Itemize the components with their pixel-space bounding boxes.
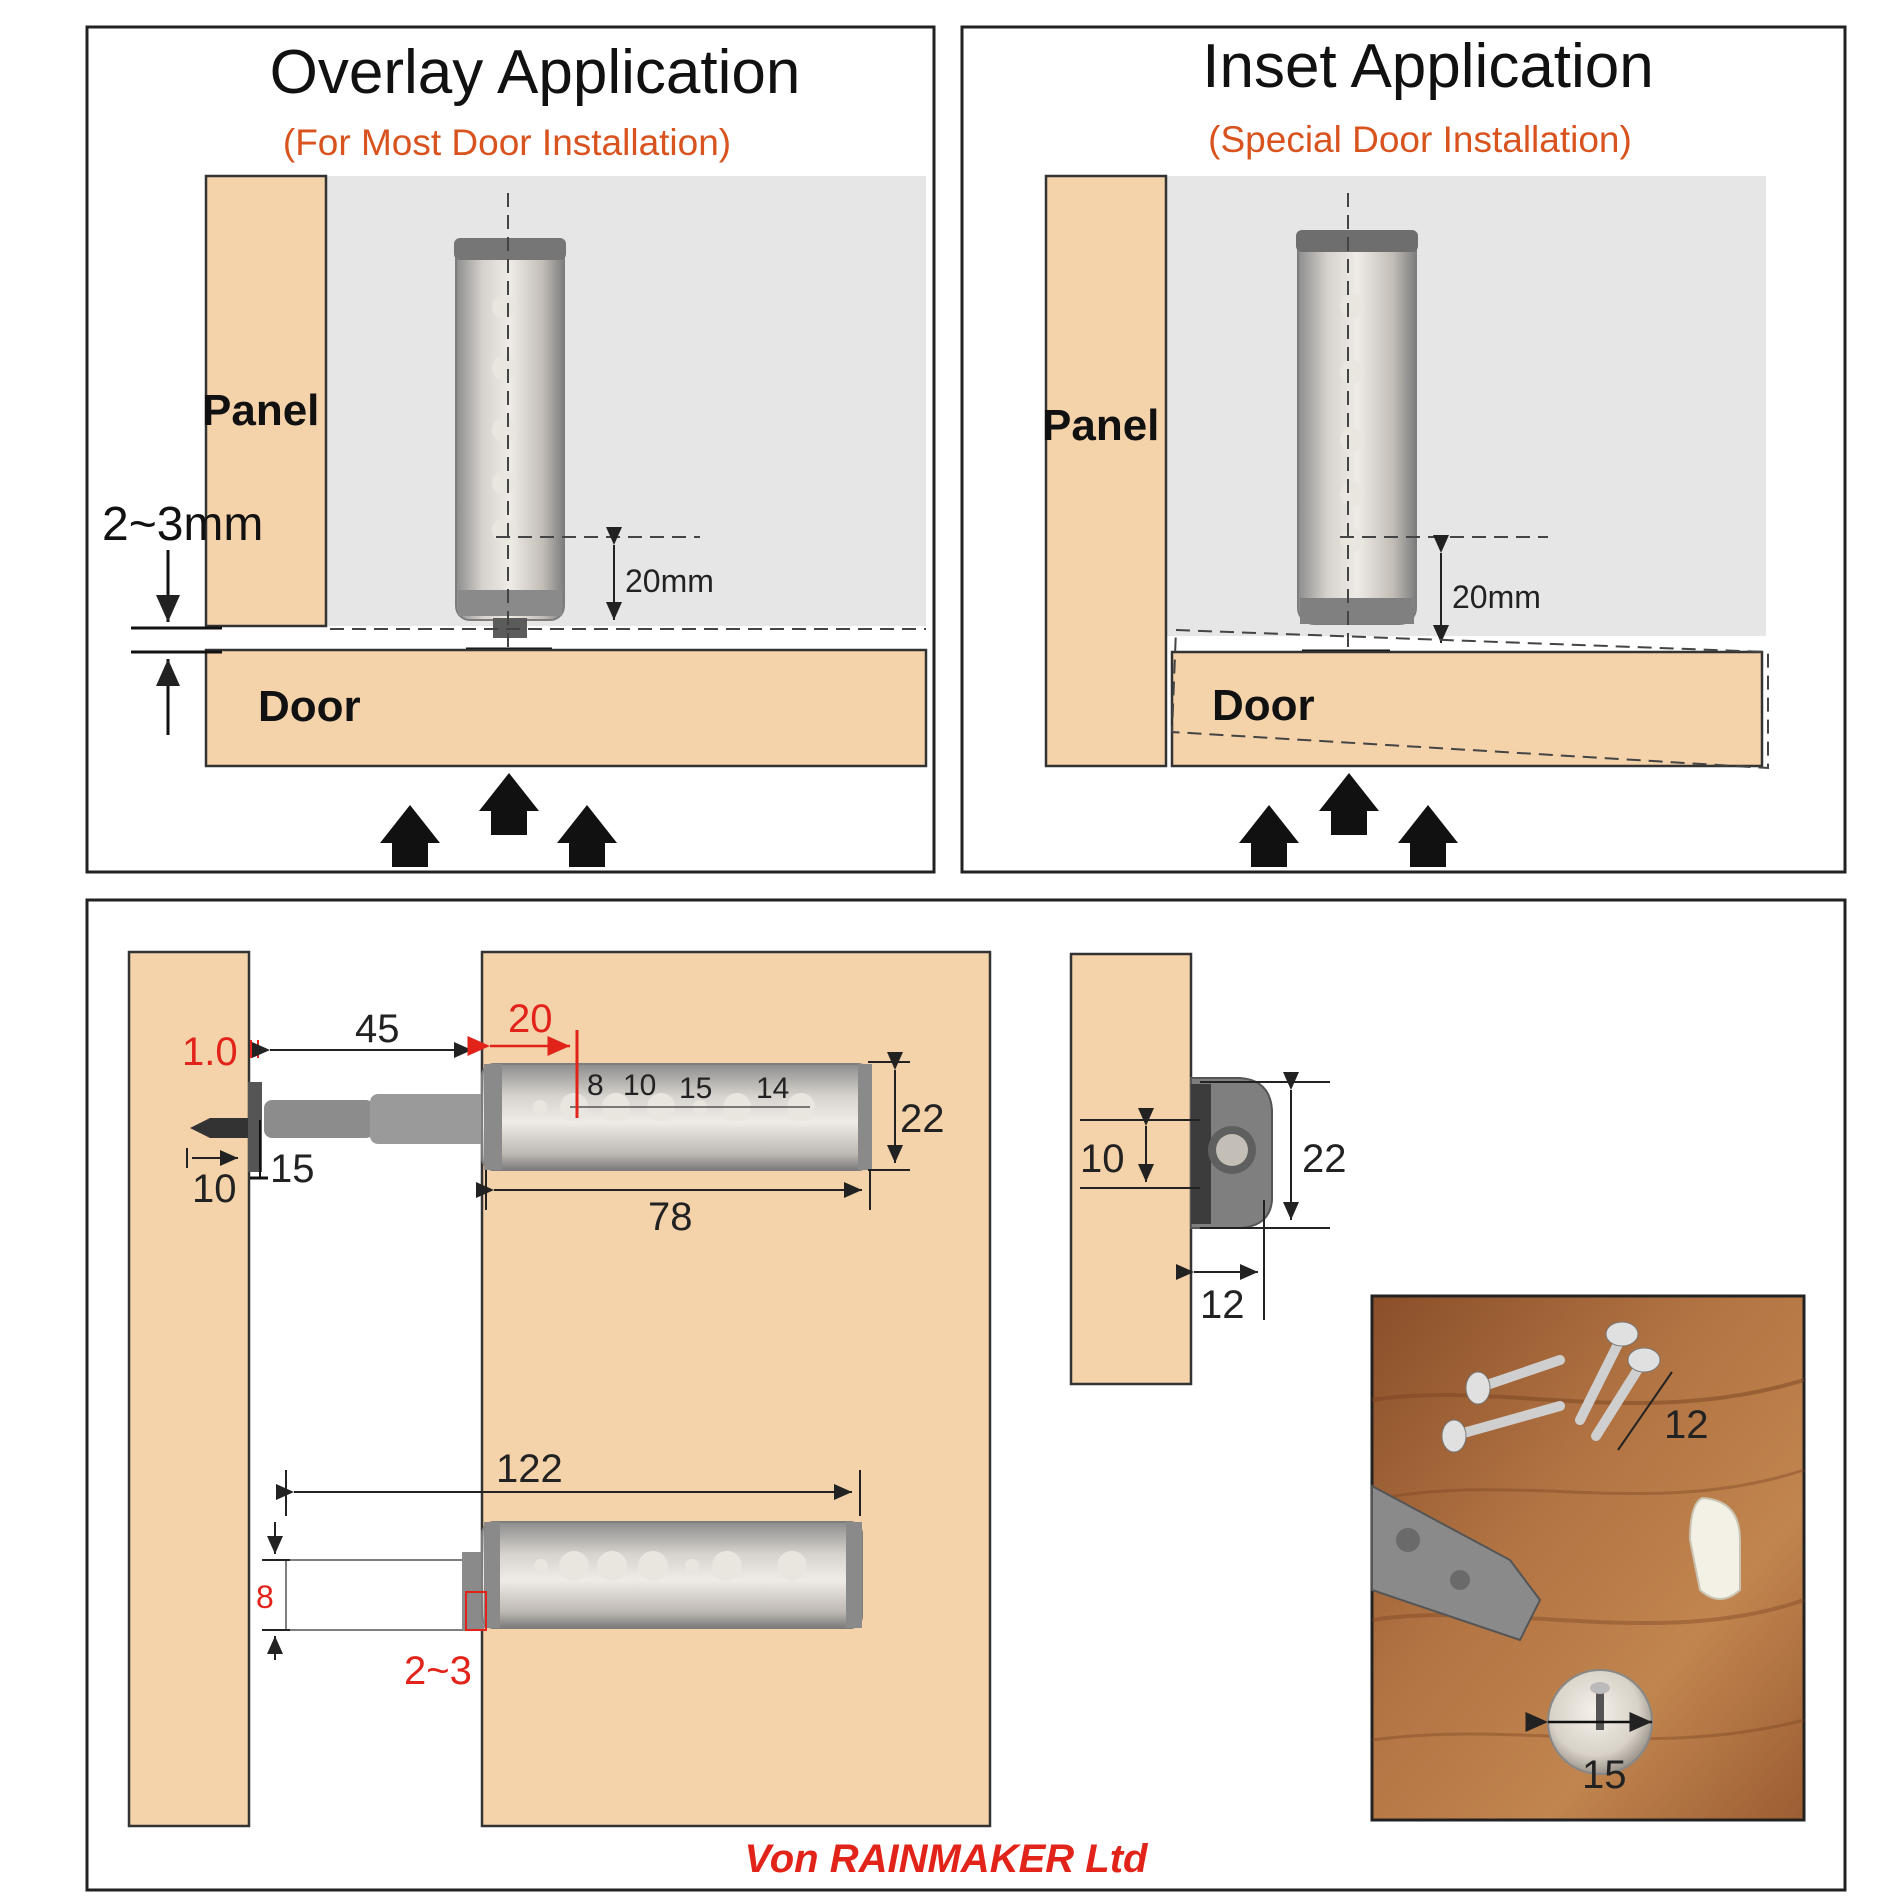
mounting-bracket (1371, 1484, 1542, 1642)
inset-push-arrow-center (1319, 773, 1379, 835)
inset-frame (960, 25, 1847, 874)
dim-washer-15: 15 (1582, 1753, 1627, 1797)
dim-offset: 2~3 (404, 1649, 472, 1693)
inset-panel-label: Panel (1042, 401, 1159, 450)
dim-hole-8: 8 (256, 1579, 274, 1615)
dim-height: 22 (900, 1097, 945, 1141)
dim-bracket-10: 10 (192, 1167, 237, 1211)
overlay-push-latch (454, 238, 566, 638)
inset-subtitle: (Special Door Installation) (1208, 119, 1632, 160)
scale-15: 15 (679, 1072, 712, 1105)
extended-latch (190, 1063, 872, 1172)
dim-reach: 45 (355, 1007, 400, 1051)
overlay-diagram: Overlay Application (For Most Door Insta… (85, 25, 936, 874)
dim-bracket-15: 15 (270, 1147, 315, 1191)
wall-anchor (1688, 1496, 1741, 1600)
inset-diagram: Inset Application (Special Door Installa… (960, 25, 1847, 874)
hardware-photo: 12 15 (1370, 1294, 1806, 1822)
inset-door-label: Door (1212, 681, 1315, 730)
dim-total-length: 122 (496, 1447, 563, 1491)
inset-door-swing-outline (1170, 628, 1769, 770)
overlay-frame (85, 25, 936, 874)
dim-tip-gap: 1.0 (182, 1030, 238, 1074)
dim-side-10: 10 (1080, 1137, 1125, 1181)
overlay-door (204, 648, 928, 768)
dimension-diagram: 1.0 45 20 8 10 15 14 22 15 10 78 (85, 898, 1847, 1892)
dim-side-22: 22 (1302, 1137, 1347, 1181)
overlay-travel-label: 20mm (625, 563, 714, 599)
inset-push-latch (1296, 230, 1418, 625)
inset-cabinet-interior (1166, 176, 1766, 636)
overlay-panel-label: Panel (202, 386, 319, 435)
inset-panel (1044, 174, 1168, 768)
dimension-frame (85, 898, 1847, 1892)
overlay-panel (204, 174, 328, 628)
scale-10: 10 (623, 1069, 656, 1102)
side-view-latch (1190, 1077, 1273, 1229)
dim-body-length: 78 (648, 1195, 693, 1239)
dim-side-12: 12 (1200, 1283, 1245, 1327)
overlay-cabinet-interior (326, 176, 926, 626)
overlay-push-arrow-center (479, 773, 539, 835)
dim-screw-12: 12 (1664, 1403, 1709, 1447)
inset-title: Inset Application (1202, 32, 1654, 101)
inset-push-arrow-right (1398, 805, 1458, 867)
inset-push-arrow-left (1239, 805, 1299, 867)
screws (1441, 1321, 1661, 1453)
overlay-push-arrow-right (557, 805, 617, 867)
scale-14: 14 (756, 1072, 789, 1105)
overlay-title: Overlay Application (270, 38, 801, 107)
side-view-panel (1069, 952, 1193, 1386)
compact-latch (285, 1521, 863, 1631)
overlay-gap-label: 2~3mm (102, 498, 263, 551)
dim-offset-box (465, 1591, 487, 1631)
dim-push-travel: 20 (508, 997, 553, 1041)
brand-credit: Von RAINMAKER Ltd (745, 1837, 1149, 1881)
overlay-door-label: Door (258, 682, 361, 731)
inset-travel-label: 20mm (1452, 579, 1541, 615)
overlay-push-arrow-left (380, 805, 440, 867)
left-panel (127, 950, 251, 1828)
inset-door (1170, 650, 1764, 768)
scale-8: 8 (587, 1069, 604, 1102)
overlay-subtitle: (For Most Door Installation) (283, 122, 731, 163)
